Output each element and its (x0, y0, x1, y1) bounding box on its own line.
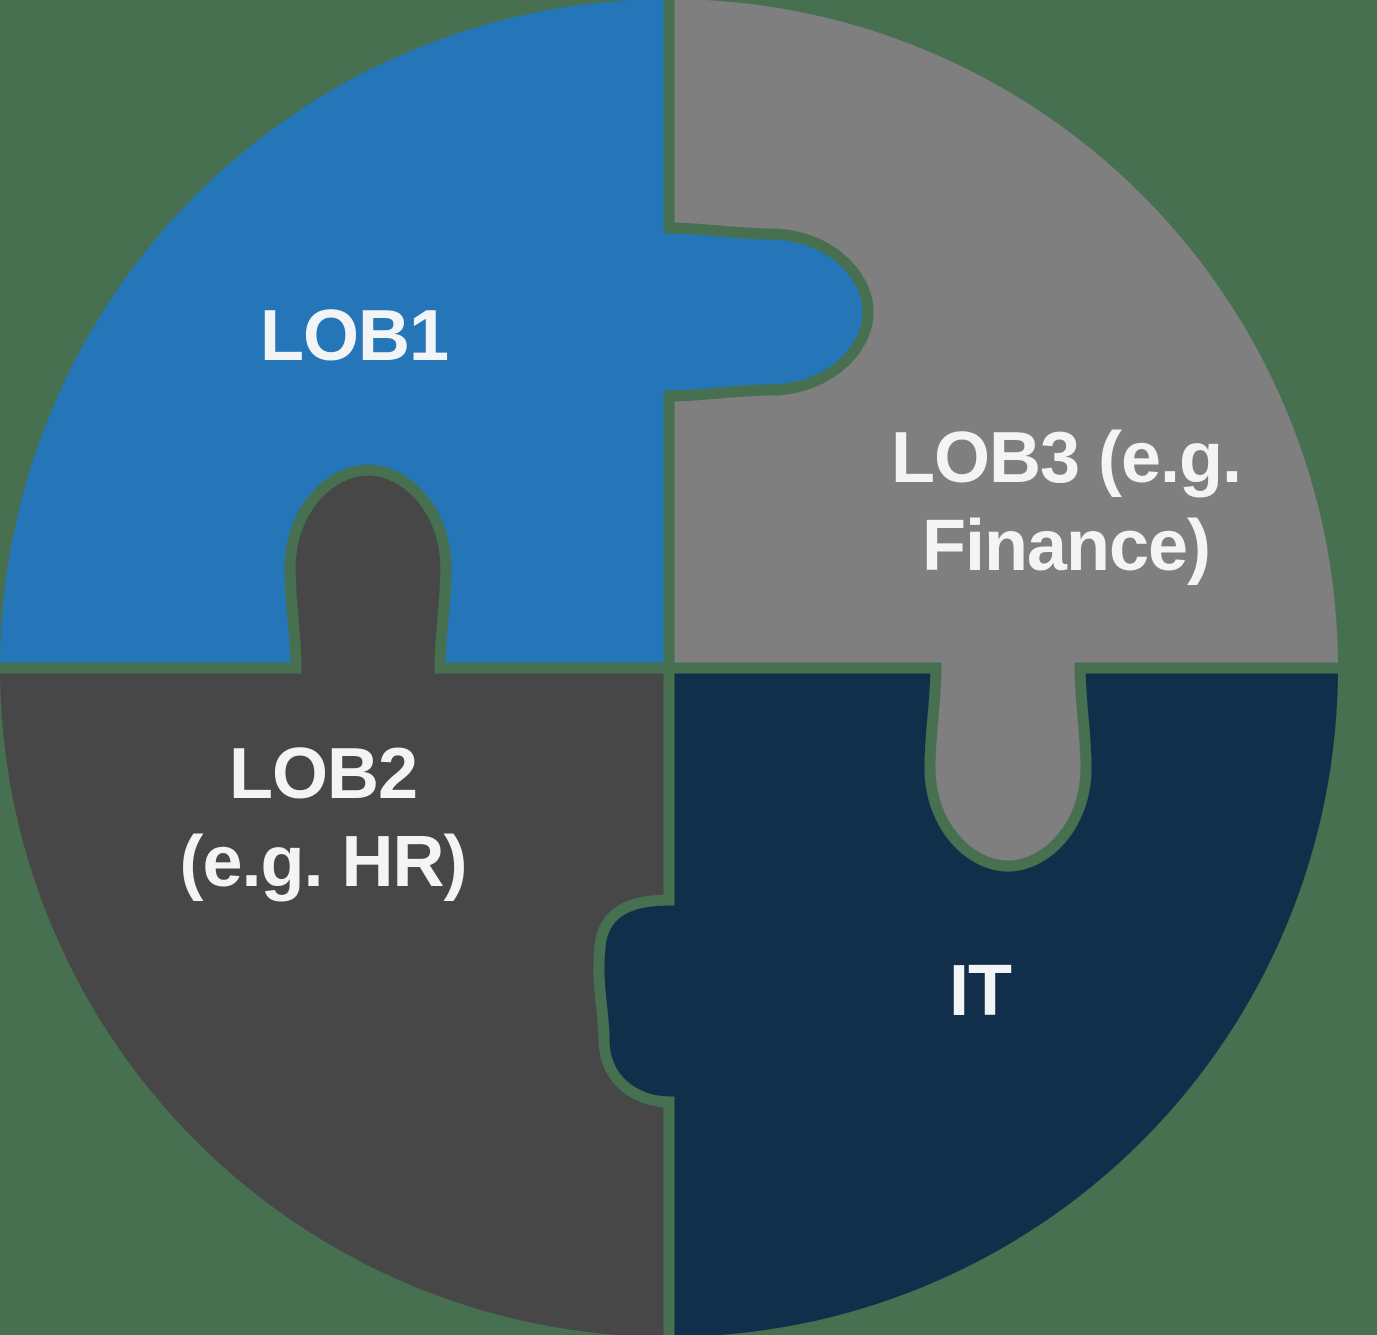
piece-label-lob1: LOB1 (260, 296, 448, 376)
piece-label-lob2-line1: LOB2 (229, 734, 417, 814)
piece-label-lob3-line1: LOB3 (e.g. (891, 418, 1241, 498)
piece-label-lob2-line2: (e.g. HR) (180, 822, 467, 902)
piece-label-lob3-line2: Finance) (922, 506, 1210, 586)
piece-label-it: IT (949, 951, 1012, 1031)
